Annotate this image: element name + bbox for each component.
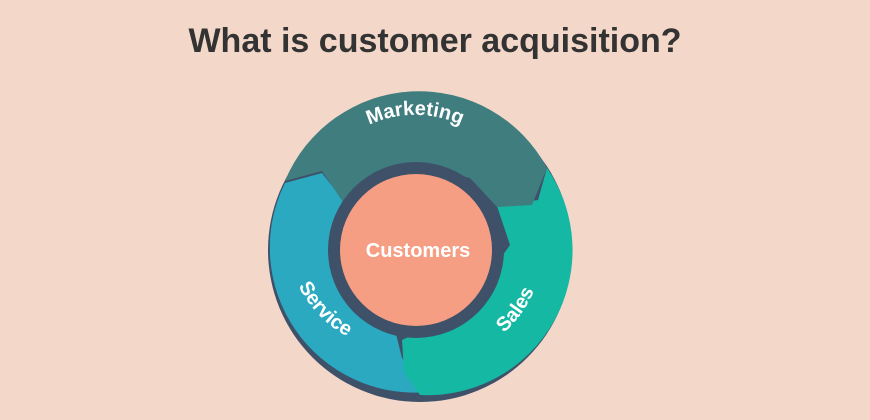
- page-title: What is customer acquisition?: [188, 22, 682, 60]
- segment-service: [269, 173, 428, 393]
- hub-label: Customers: [366, 240, 470, 262]
- hub-customers: [340, 174, 492, 326]
- segment-marketing: [285, 91, 547, 207]
